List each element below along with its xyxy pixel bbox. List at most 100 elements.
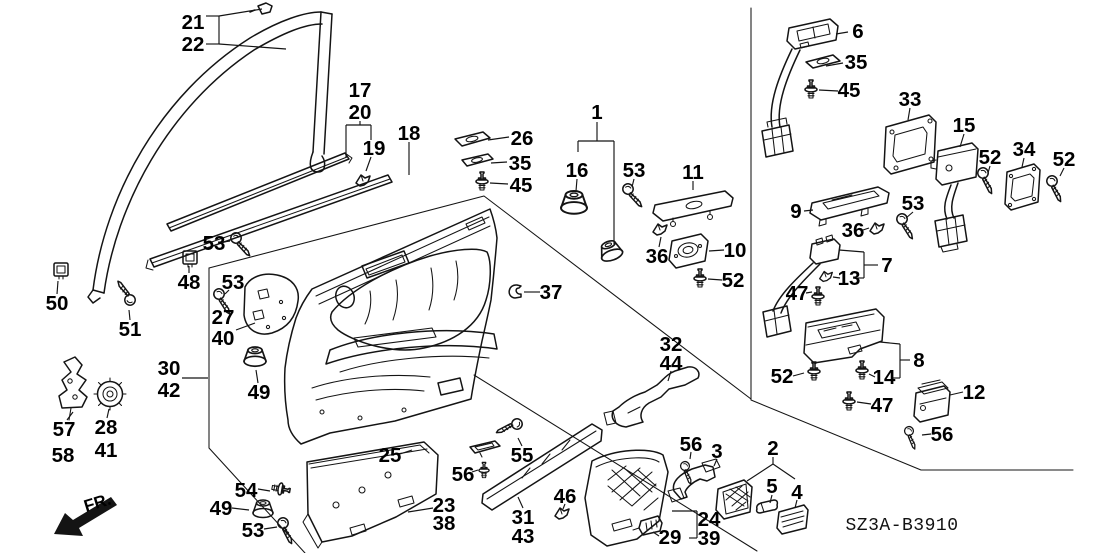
leader-line-35	[490, 161, 508, 164]
courtesy-lamp-bulb-drawing	[755, 499, 779, 514]
courtesy-lamp-housing-drawing	[715, 479, 753, 520]
weatherstrip-inner-drawing	[166, 152, 353, 232]
part-label-53: 53	[623, 159, 646, 182]
screw-53-top-icon	[227, 231, 254, 257]
pin-45-left-icon	[475, 171, 489, 191]
leader-line-54	[257, 488, 271, 492]
lower-pocket-lid-drawing	[302, 441, 439, 549]
part-label-43: 43	[512, 525, 535, 548]
leader-line-55	[517, 437, 523, 447]
grommet-49-mid-icon	[243, 346, 267, 368]
switch-panel-8-drawing	[803, 308, 885, 364]
part-label-22: 22	[182, 33, 205, 56]
switch-12-drawing	[913, 379, 951, 423]
screw-51-icon	[111, 280, 140, 308]
pin-52-d-icon	[693, 268, 707, 288]
part-label-40: 40	[212, 327, 235, 350]
part-label-56: 56	[452, 463, 475, 486]
part-label-50: 50	[46, 292, 69, 315]
leader-line-25	[399, 449, 413, 455]
window-run-channel-drawing	[87, 2, 333, 304]
part-label-3: 3	[711, 440, 722, 463]
part-label-8: 8	[913, 349, 924, 372]
leader-line-28	[106, 408, 110, 419]
leader-line-21	[218, 8, 263, 17]
part-label-48: 48	[178, 271, 201, 294]
leader-line-52	[1059, 167, 1065, 177]
screw-52-b-icon	[1040, 173, 1070, 203]
part-label-53: 53	[242, 519, 265, 542]
part-label-53: 53	[222, 271, 245, 294]
leader-line-53	[905, 211, 914, 219]
leader-line-36	[658, 236, 662, 248]
part-label-49: 49	[210, 497, 233, 520]
leader-line-49	[231, 507, 250, 511]
fr-direction-indicator: FR.	[54, 490, 117, 536]
clip-46-icon	[554, 507, 570, 520]
lid-11-drawing	[652, 190, 734, 228]
part-label-44: 44	[660, 352, 683, 375]
part-label-52: 52	[722, 269, 745, 292]
part-label-53: 53	[203, 232, 226, 255]
part-label-38: 38	[433, 512, 456, 535]
leader-line-6	[835, 31, 849, 35]
leader-line-19	[365, 156, 372, 172]
part-label-32: 32	[660, 333, 683, 356]
clip-plate-25-drawing	[469, 440, 501, 458]
part-label-33: 33	[899, 88, 922, 111]
part-label-18: 18	[398, 122, 421, 145]
part-label-20: 20	[349, 101, 372, 124]
leader-lines-layer	[56, 8, 1065, 539]
grommet-16-icon	[560, 190, 588, 215]
part-label-41: 41	[95, 439, 118, 462]
leader-line-53	[631, 178, 635, 188]
part-label-36: 36	[646, 245, 669, 268]
part-label-52: 52	[771, 365, 794, 388]
bezel-9-drawing	[809, 186, 890, 227]
pin-45-right-icon	[804, 79, 818, 99]
leader-line-34	[1021, 157, 1025, 168]
part-label-58: 58	[52, 444, 75, 467]
fr-arrow-icon	[54, 497, 117, 536]
screw-56-switch-icon	[898, 424, 924, 450]
leader-line-47	[856, 401, 872, 405]
screw-55-icon	[495, 412, 525, 442]
plate-35-right-drawing	[805, 54, 841, 69]
leader-line-45	[818, 89, 839, 92]
group-boundary-lines	[208, 195, 758, 553]
frame-33-drawing	[883, 114, 937, 175]
pin-14-icon	[855, 360, 869, 380]
leader-line-4	[794, 499, 798, 509]
part-label-54: 54	[235, 479, 258, 502]
part-label-21: 21	[182, 11, 205, 34]
leader-line-52	[987, 165, 991, 174]
leader-line-52	[707, 278, 723, 281]
section-divider-lines	[750, 7, 1074, 471]
pin-52-c-icon	[807, 361, 821, 381]
grommet-1-icon	[596, 237, 625, 265]
pin-47-a-icon	[811, 286, 825, 306]
part-label-23: 23	[433, 494, 456, 517]
part-label-27: 27	[212, 306, 235, 329]
part-label-29: 29	[659, 526, 682, 549]
leader-line-23	[407, 507, 434, 513]
part-label-49: 49	[248, 381, 271, 404]
part-label-47: 47	[871, 394, 894, 417]
gasket-34-drawing	[1004, 163, 1041, 211]
part-label-25: 25	[379, 444, 402, 467]
leader-line-16	[575, 178, 578, 192]
clip-36-right-icon	[869, 222, 885, 235]
grommet-28-drawing	[93, 377, 127, 411]
device-15-drawing	[930, 142, 979, 253]
pin-54-icon	[270, 480, 292, 498]
leader-line-57	[66, 411, 74, 421]
part-label-1: 1	[591, 101, 602, 124]
leader-line-12	[949, 391, 964, 396]
leader-line-35	[825, 62, 844, 67]
part-label-52: 52	[1053, 148, 1076, 171]
leader-line-29	[652, 531, 660, 537]
leader-line-14	[868, 373, 876, 378]
clip-13-icon	[819, 270, 833, 283]
